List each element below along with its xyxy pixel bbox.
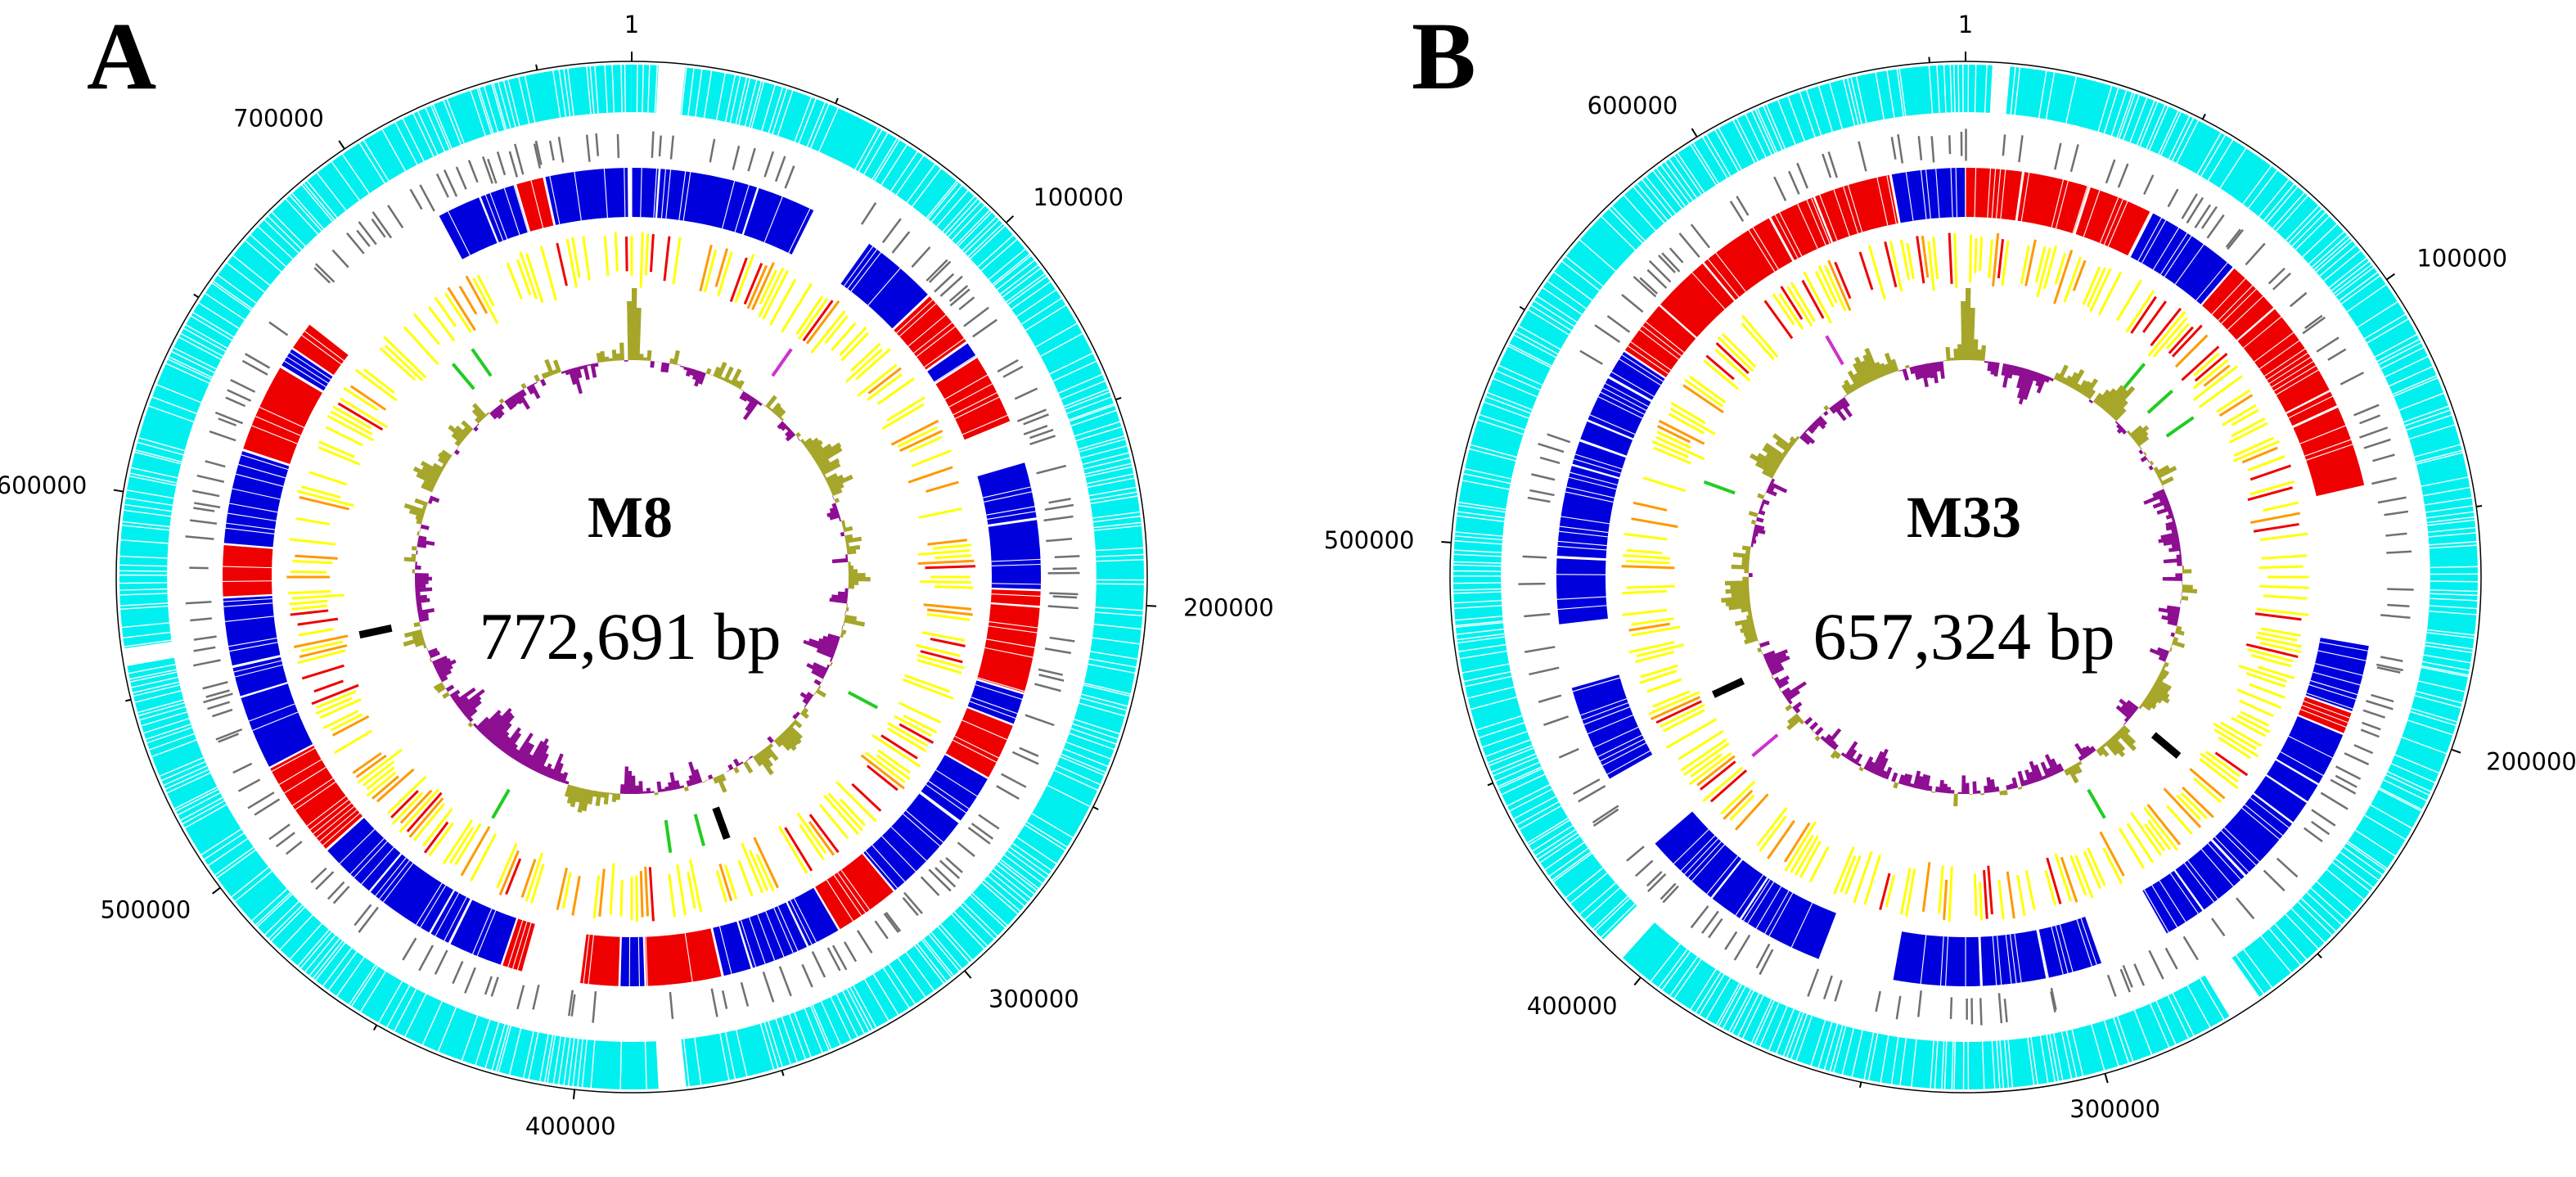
position-tick-label: 200000 xyxy=(2486,748,2576,776)
position-ticks-b: 1 100000 200000 300000 400000 500000 600000 xyxy=(1324,11,2576,1123)
genome-map-rings-b xyxy=(1452,64,2478,1090)
position-tick-label: 500000 xyxy=(1324,526,1415,554)
gc-content-curve xyxy=(1721,288,2198,807)
yellow-feature-ring xyxy=(1621,232,2309,922)
position-tick-label: 200000 xyxy=(1183,593,1274,621)
yellow-feature-ring xyxy=(286,232,976,922)
position-tick-label: 100000 xyxy=(2416,245,2507,273)
position-tick-label: 600000 xyxy=(1587,92,1678,120)
position-tick-label: 300000 xyxy=(2069,1095,2160,1123)
genome-size-m33: 657,324 bp xyxy=(1813,599,2115,674)
genome-map-rings-a xyxy=(119,64,1144,1090)
gray-feature-ring xyxy=(185,131,1080,1023)
genome-map-panel-a: A 1 100000 200000 300000 400000 500000 600000 7… xyxy=(0,2,1274,1140)
outer-feature-ring xyxy=(1452,64,2478,1090)
position-ticks-a: 1 100000 200000 300000 400000 500000 600000 700… xyxy=(0,11,1274,1140)
outer-feature-ring xyxy=(119,64,1144,1090)
position-tick-label: 400000 xyxy=(525,1112,616,1140)
position-tick-label: 500000 xyxy=(101,896,191,924)
genome-name-m8: M8 xyxy=(588,485,673,550)
scattered-features xyxy=(358,348,879,853)
position-tick-label: 600000 xyxy=(0,471,87,499)
cds-feature-ring xyxy=(223,168,1042,987)
position-tick-label: 100000 xyxy=(1033,183,1124,211)
position-tick-label: 400000 xyxy=(1527,992,1618,1020)
genome-map-panel-b: B 1100000200000300000400000500000600000 … xyxy=(1324,2,2576,1123)
cds-feature-ring xyxy=(1556,168,2369,987)
gray-feature-ring xyxy=(1518,129,2414,1026)
gc-content-curve xyxy=(403,288,871,814)
genome-name-m33: M33 xyxy=(1907,485,2021,550)
genome-size-m8: 772,691 bp xyxy=(480,599,781,674)
panel-letter-b: B xyxy=(1412,2,1476,110)
position-tick-label: 1 xyxy=(624,11,639,38)
position-tick-label: 700000 xyxy=(233,105,324,133)
position-tick-label: 1 xyxy=(1958,11,1973,38)
panel-letter-a: A xyxy=(87,2,156,110)
position-tick-label: 300000 xyxy=(989,985,1079,1012)
scattered-features xyxy=(1703,335,2195,819)
